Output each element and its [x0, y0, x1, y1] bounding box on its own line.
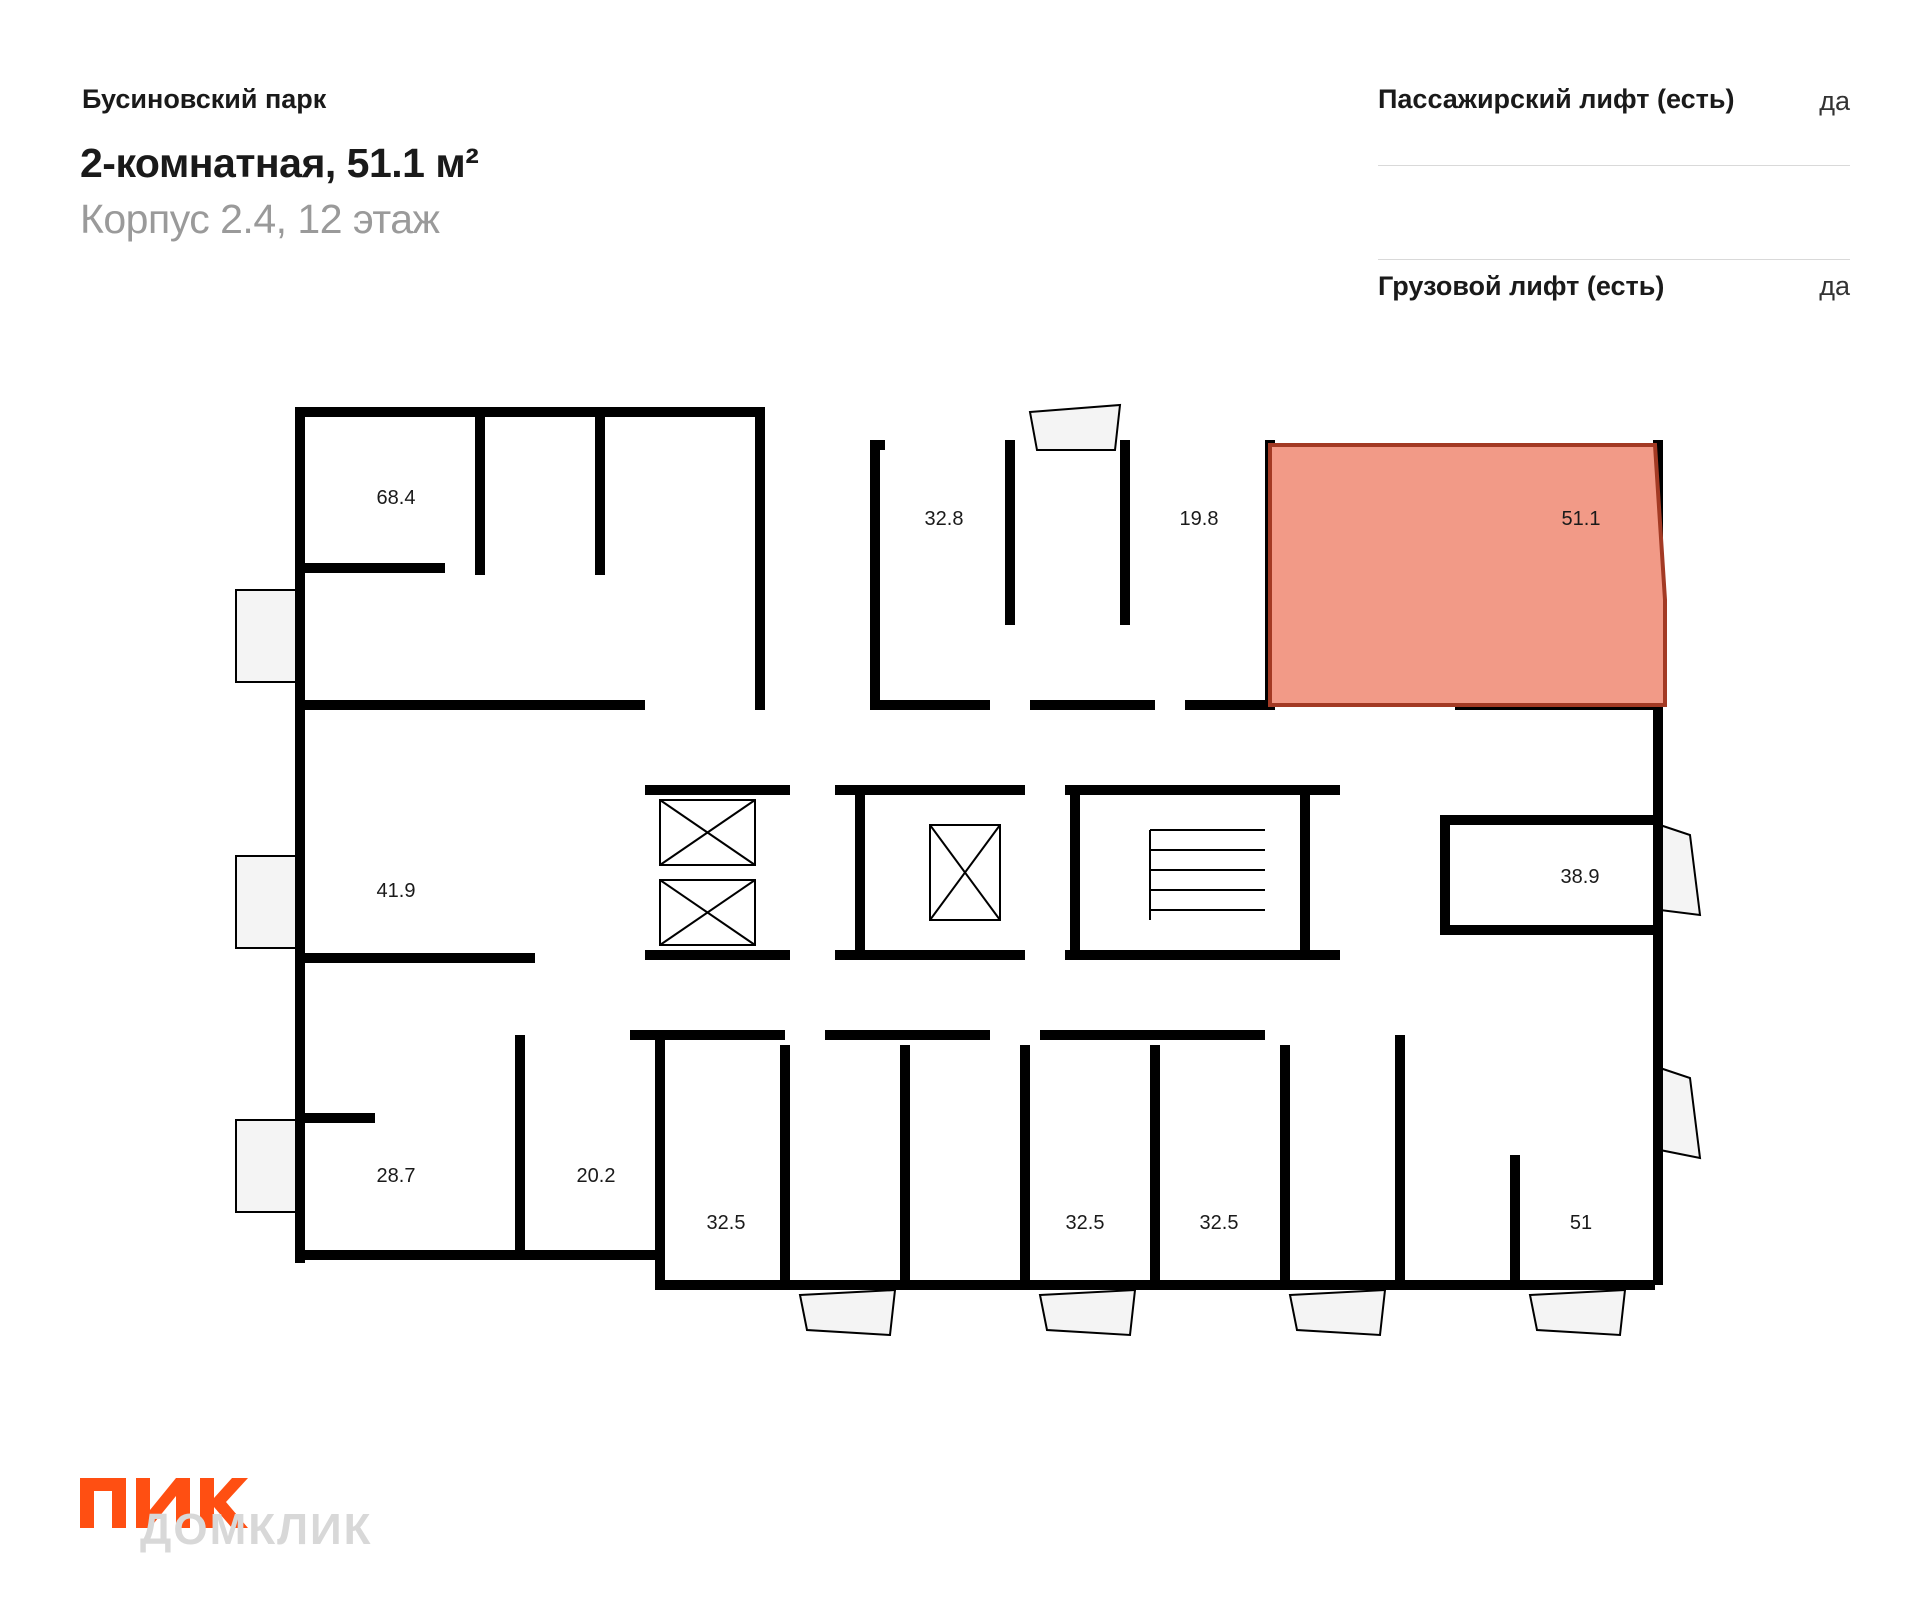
wall: [1185, 440, 1275, 710]
wall: [295, 1035, 1655, 1290]
wall: [1395, 1035, 1520, 1280]
area-labels: 68.4 32.8 19.8 51.1 41.9 38.9 28.7 20.2 …: [377, 487, 1601, 1234]
elevator-shaft: [929, 824, 1001, 921]
wall: [1440, 815, 1663, 935]
balcony: [1288, 1288, 1387, 1337]
balcony: [1028, 403, 1122, 451]
feature-freight-lift: Грузовой лифт (есть) да: [1378, 166, 1850, 301]
feature-value: да: [1819, 271, 1850, 301]
apartment-area: 51.1: [1562, 508, 1601, 530]
apartment-area: 20.2: [577, 1165, 616, 1187]
wall: [780, 1045, 1290, 1280]
apartment-area: 32.5: [1200, 1212, 1239, 1234]
wall: [365, 1035, 655, 1260]
building-floor: Корпус 2.4, 12 этаж: [80, 196, 440, 242]
balcony: [235, 855, 303, 949]
elevators: [659, 799, 1265, 946]
elevator-cross: [659, 799, 756, 866]
balcony: [1528, 1288, 1627, 1337]
wall-core: [855, 785, 1310, 960]
staircase: [1149, 829, 1265, 920]
wall: [1030, 440, 1155, 710]
feature-value: да: [1819, 86, 1850, 116]
wall: [295, 953, 535, 1123]
apartment-area: 32.5: [707, 1212, 746, 1234]
watermark: ДОМКЛИК: [140, 1505, 373, 1554]
elevator-cross: [929, 824, 1001, 921]
wall: [295, 563, 645, 710]
elevator-cross: [659, 879, 756, 946]
wall: [870, 440, 1015, 710]
features-list: Пассажирский лифт (есть) да Грузовой лиф…: [1378, 72, 1850, 301]
elevator-shaft: [659, 799, 756, 866]
balcony: [1038, 1288, 1137, 1337]
page-title: 2-комнатная, 51.1 м²: [80, 140, 479, 186]
apartment-area: 41.9: [377, 880, 416, 902]
feature-label: Грузовой лифт (есть): [1378, 271, 1665, 301]
selected-apartment: [1268, 443, 1667, 707]
wall: [475, 407, 605, 575]
wall-outer-left: [295, 407, 765, 1260]
balcony: [1659, 1066, 1702, 1160]
apartment-area: 28.7: [377, 1165, 416, 1187]
project-name: Бусиновский парк: [82, 84, 327, 114]
apartment-area: 32.8: [925, 508, 964, 530]
apartment-highlight: [1268, 443, 1667, 707]
balcony: [235, 1119, 303, 1213]
apartment-area: 19.8: [1180, 508, 1219, 530]
elevator-shaft: [659, 879, 756, 946]
balcony: [235, 589, 303, 683]
pik-logo-mark: [80, 1478, 248, 1528]
balconies: [235, 403, 1702, 1337]
apartment-area: 38.9: [1561, 866, 1600, 888]
balcony: [798, 1288, 897, 1337]
feature-label: Пассажирский лифт (есть): [1378, 84, 1735, 114]
apartment-area: 32.5: [1066, 1212, 1105, 1234]
apartment-area: 51: [1570, 1212, 1592, 1234]
apartment-area: 68.4: [377, 487, 416, 509]
balcony: [1659, 823, 1702, 917]
feature-passenger-lift: Пассажирский лифт (есть) да: [1378, 72, 1850, 166]
pik-logo: [80, 1478, 248, 1528]
